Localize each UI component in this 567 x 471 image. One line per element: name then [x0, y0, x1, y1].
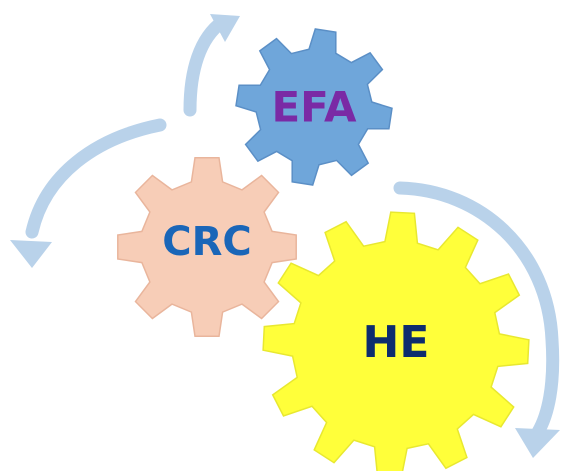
- gears: CRC EFA HE: [117, 28, 530, 471]
- gear-crc: CRC: [117, 157, 297, 337]
- gear-efa-label: EFA: [271, 83, 357, 132]
- arrow-head-efa-to-crc: [10, 240, 52, 268]
- gear-crc-shape: [117, 157, 297, 337]
- gear-efa: EFA: [235, 28, 393, 186]
- arrow-arc-he-cycle: [393, 181, 560, 439]
- gear-he: HE: [262, 211, 530, 471]
- cycle-arrows: [10, 14, 560, 458]
- gear-he-shape: [262, 211, 530, 471]
- gear-efa-shape: [235, 28, 393, 186]
- arrow-arc-efa-to-crc: [25, 118, 167, 239]
- arrow-head-crc-to-efa: [210, 14, 240, 42]
- arrow-head-he-cycle: [515, 428, 560, 458]
- arrow-arc-crc-to-efa: [183, 15, 229, 117]
- gear-he-label: HE: [363, 317, 430, 368]
- gear-crc-label: CRC: [162, 219, 252, 265]
